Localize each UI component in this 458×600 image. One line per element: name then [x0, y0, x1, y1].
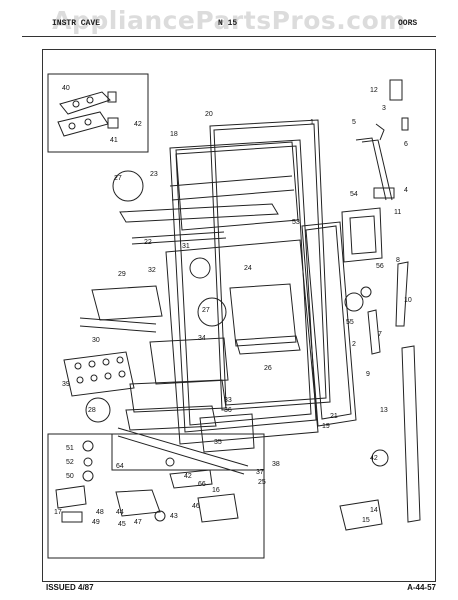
callout-30: 30 — [92, 337, 100, 344]
callout-44: 44 — [116, 509, 124, 516]
callout-12: 12 — [370, 87, 378, 94]
callout-5: 5 — [352, 119, 356, 126]
callout-11: 11 — [394, 209, 401, 216]
callout-16: 16 — [212, 487, 220, 494]
callout-34: 34 — [198, 335, 206, 342]
callout-33: 33 — [224, 397, 232, 404]
callout-15: 15 — [362, 517, 370, 524]
callout-7: 7 — [378, 331, 382, 338]
callout-6: 6 — [404, 141, 408, 148]
callout-36: 36 — [224, 407, 232, 414]
freezer-door-inner — [169, 141, 299, 231]
callout-39: 39 — [62, 381, 70, 388]
callout-4: 4 — [404, 187, 408, 194]
callout-28: 28 — [88, 407, 96, 414]
callout-32: 32 — [148, 267, 156, 274]
callout-38: 38 — [272, 461, 280, 468]
callout-3: 3 — [382, 105, 386, 112]
callout-42-bottom: 42 — [184, 473, 192, 480]
hinge-inset-box — [47, 73, 149, 153]
callout-43: 43 — [170, 513, 178, 520]
callout-42-top: 42 — [134, 121, 142, 128]
callout-26: 26 — [264, 365, 272, 372]
callout-1: 1 — [310, 119, 314, 126]
header-right: OORS — [398, 19, 418, 28]
callout-55: 55 — [346, 319, 354, 326]
callout-52: 52 — [66, 459, 74, 466]
callout-29: 29 — [118, 271, 126, 278]
callout-35: 35 — [214, 439, 222, 446]
callout-45: 45 — [118, 521, 126, 528]
hinge-bracket-part — [57, 91, 119, 137]
callout-14: 14 — [370, 507, 378, 514]
callout-40: 40 — [62, 85, 70, 92]
bottom-hardware — [55, 440, 239, 523]
header-center: N 15 — [218, 19, 238, 28]
bottom-inset-box — [47, 433, 265, 559]
callout-66: 66 — [198, 481, 206, 488]
callout-13: 13 — [380, 407, 388, 414]
callout-8: 8 — [396, 257, 400, 264]
door-gasket — [301, 221, 357, 427]
door-shelves — [79, 203, 279, 475]
issued-date: ISSUED 4/87 — [46, 583, 94, 592]
detail-circle-31 — [189, 257, 211, 279]
callout-25: 25 — [258, 479, 266, 486]
callout-37: 37 — [256, 469, 264, 476]
header-rule — [22, 36, 436, 37]
outer-door-panel — [209, 119, 331, 411]
callout-50: 50 — [66, 473, 74, 480]
callout-31: 31 — [182, 243, 190, 250]
fresh-food-door-panel — [165, 239, 319, 445]
callout-46: 46 — [192, 503, 200, 510]
callout-48: 48 — [96, 509, 104, 516]
callout-56: 56 — [376, 263, 384, 270]
callout-54: 54 — [350, 191, 358, 198]
header-left: INSTR CAVE — [52, 19, 101, 28]
watermark: AppliancePartsPros.com — [52, 6, 406, 35]
callout-41: 41 — [110, 137, 118, 144]
callout-24: 24 — [244, 265, 252, 272]
callout-22: 22 — [144, 239, 152, 246]
callout-42-right: 42 — [370, 455, 378, 462]
detail-circle-27-upper — [112, 170, 144, 202]
door-liner — [169, 139, 317, 433]
diagram-frame — [42, 49, 436, 582]
callout-19: 19 — [322, 423, 330, 430]
callout-53: 53 — [292, 219, 300, 226]
callout-18: 18 — [170, 131, 178, 138]
callout-27-lower: 27 — [202, 307, 210, 314]
right-hardware — [339, 79, 421, 531]
callout-21: 21 — [330, 413, 338, 420]
callout-47: 47 — [134, 519, 142, 526]
callout-20: 20 — [205, 111, 213, 118]
callout-10: 10 — [404, 297, 412, 304]
callout-23: 23 — [150, 171, 158, 178]
detail-circle-27-lower — [197, 297, 227, 327]
detail-circle-28 — [85, 397, 111, 423]
callout-49: 49 — [92, 519, 100, 526]
callout-9: 9 — [366, 371, 370, 378]
callout-64: 64 — [116, 463, 124, 470]
callout-51: 51 — [66, 445, 74, 452]
callout-2: 2 — [352, 341, 356, 348]
callout-17: 17 — [54, 509, 62, 516]
callout-27-upper: 27 — [114, 175, 122, 182]
diagram-code: A-44-57 — [407, 583, 436, 592]
egg-tray — [63, 351, 135, 397]
